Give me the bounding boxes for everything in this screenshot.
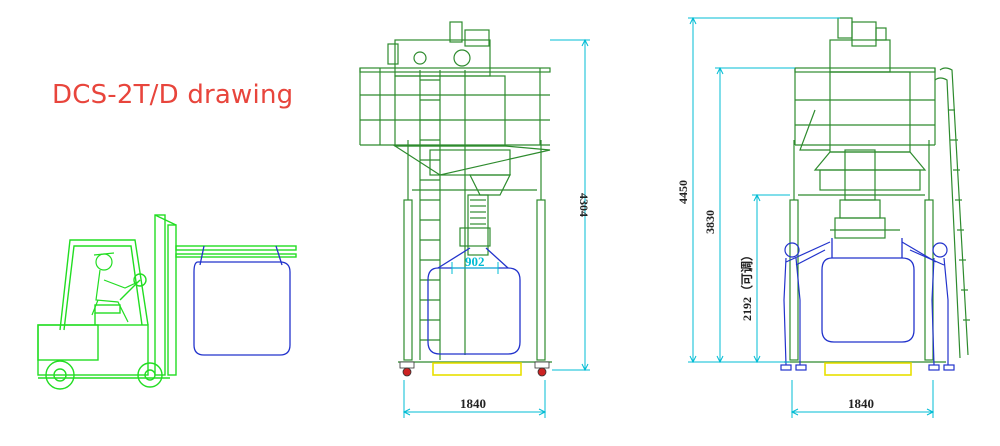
bag-width-label: 902: [465, 254, 485, 269]
side-adjustable-height-label: 2192（可调）: [739, 249, 754, 321]
front-view: [359, 21, 552, 363]
front-bag: [427, 247, 521, 355]
side-view: [784, 17, 970, 363]
side-width-label: 1840: [848, 396, 874, 411]
front-width-label: 1840: [460, 396, 486, 411]
side-total-height-label: 4450: [676, 180, 690, 204]
front-wheels: [399, 361, 550, 377]
drawing-title: DCS-2T/D drawing: [52, 80, 294, 110]
front-height-label: 4304: [577, 193, 591, 217]
operator-left: [780, 241, 831, 371]
operator-right: [901, 241, 955, 371]
front-pallet: [432, 362, 522, 376]
front-dimension-lines: [402, 38, 590, 418]
forklift-driver: [91, 252, 139, 323]
forklift-bag: [193, 245, 291, 356]
forklift: [37, 214, 297, 390]
side-platform-height-label: 3830: [703, 210, 717, 234]
side-pallet: [824, 362, 912, 376]
side-bag: [821, 238, 915, 343]
side-dimension-lines: [688, 16, 935, 418]
